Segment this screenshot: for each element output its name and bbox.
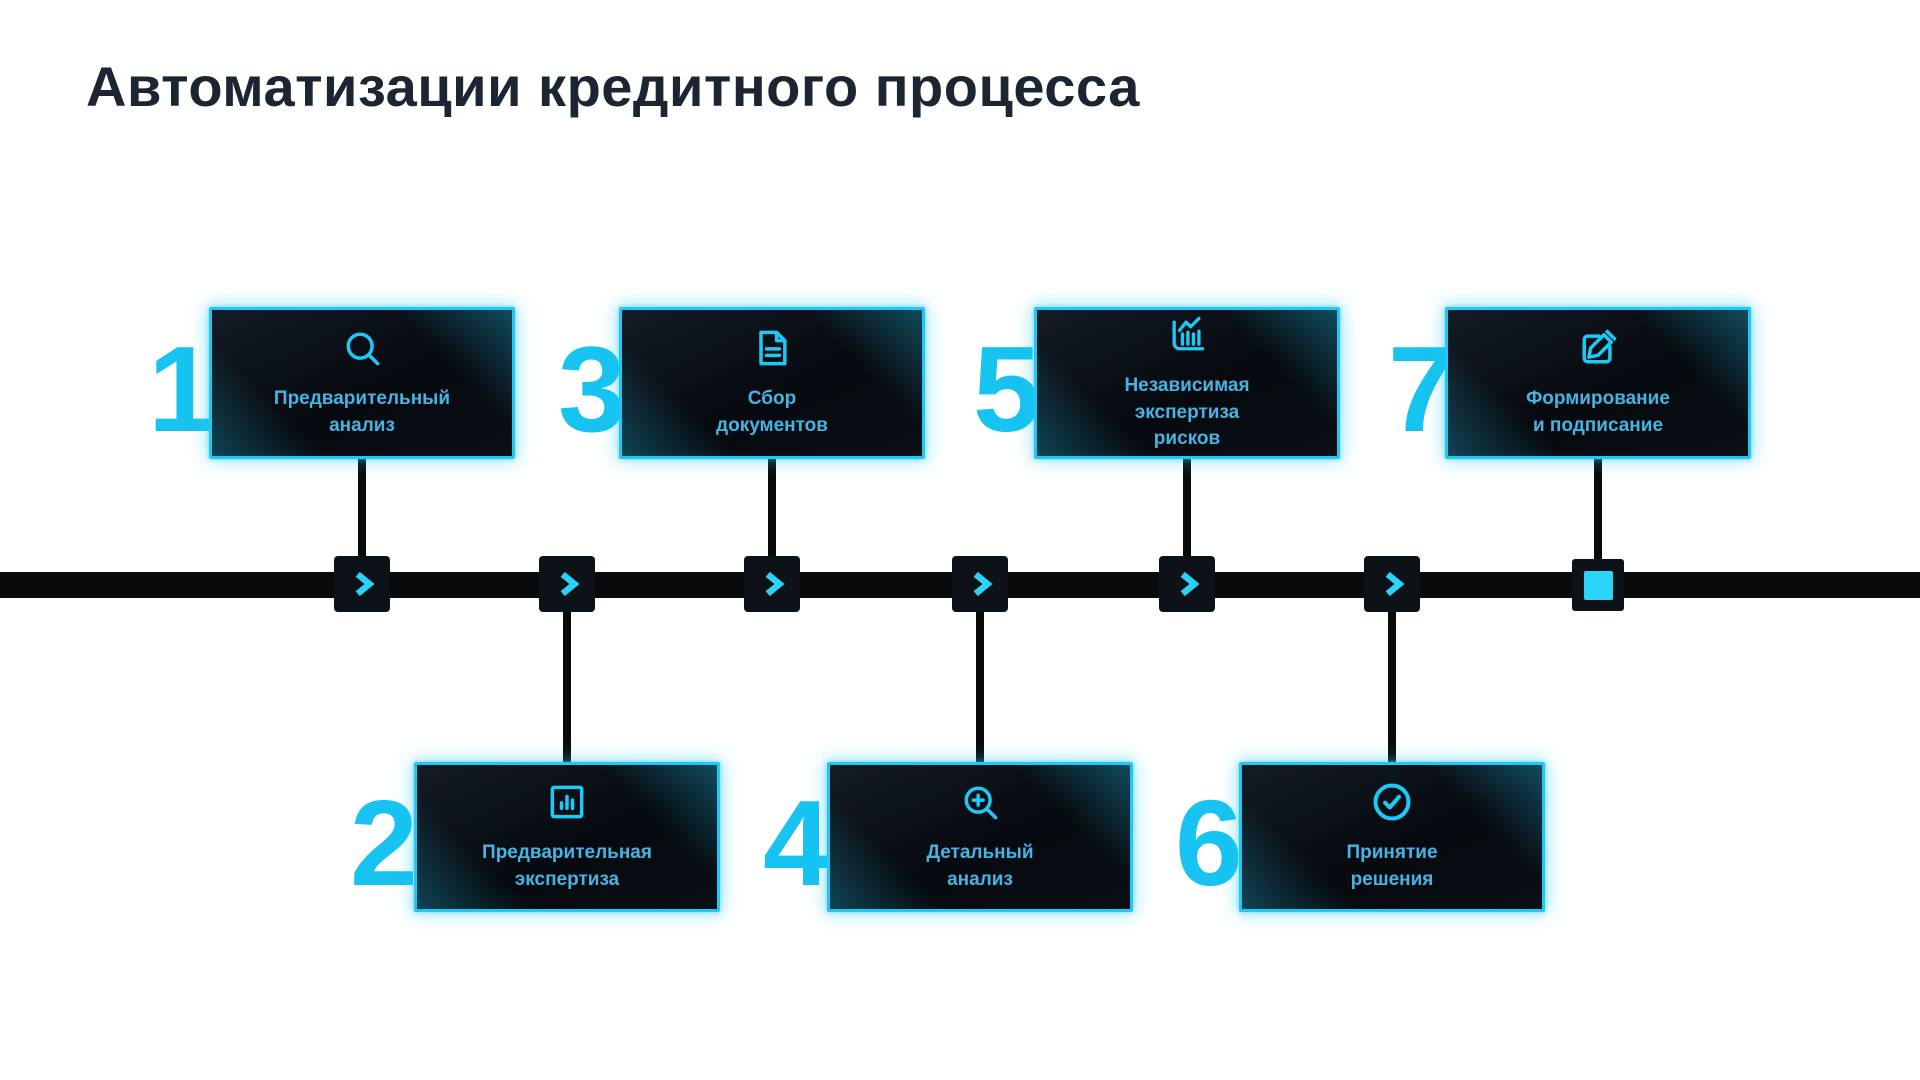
step-number-3: 3 [558, 321, 626, 457]
chevron-right-icon [355, 571, 375, 597]
step-card-2: Предварительная экспертиза [414, 762, 720, 912]
step-card-7: Формирование и подписание [1445, 307, 1751, 459]
step-label: Независимая экспертиза рисков [1124, 374, 1250, 450]
timeline-arrow-5 [1159, 556, 1215, 612]
step-card-4: Детальный анализ [827, 762, 1133, 912]
step-label: Предварительная экспертиза [482, 842, 652, 890]
connector-step-2 [563, 585, 571, 765]
step-label: Детальный анализ [926, 842, 1034, 890]
document-icon [750, 326, 794, 370]
check-circle-icon [1370, 780, 1414, 824]
page-title: Автоматизации кредитного процесса [86, 55, 1140, 118]
connector-step-7 [1594, 452, 1602, 586]
step-number-4: 4 [763, 775, 831, 911]
step-number-5: 5 [973, 321, 1041, 457]
connector-step-1 [358, 452, 366, 586]
filled-square-icon [1583, 570, 1613, 600]
step-label: Предварительный анализ [273, 388, 451, 436]
timeline-arrow-2 [539, 556, 595, 612]
bar-chart-icon [545, 780, 589, 824]
step-card-1: Предварительный анализ [209, 307, 515, 459]
line-chart-icon [1165, 313, 1209, 357]
step-card-5: Независимая экспертиза рисков [1034, 307, 1340, 459]
step-number-7: 7 [1388, 321, 1456, 457]
step-label: Принятие решения [1346, 842, 1438, 890]
connector-step-4 [976, 585, 984, 765]
timeline-arrow-3 [744, 556, 800, 612]
step-number-2: 2 [350, 775, 418, 911]
chevron-right-icon [765, 571, 785, 597]
connector-step-6 [1388, 585, 1396, 765]
step-number-6: 6 [1175, 775, 1243, 911]
timeline-end-marker [1572, 559, 1624, 611]
step-card-3: Сбор документов [619, 307, 925, 459]
timeline-arrow-1 [334, 556, 390, 612]
chevron-right-icon [1180, 571, 1200, 597]
step-label: Сбор документов [716, 388, 828, 436]
timeline-arrow-4 [952, 556, 1008, 612]
search-icon [340, 326, 384, 370]
step-number-1: 1 [148, 321, 216, 457]
zoom-in-icon [958, 780, 1002, 824]
step-card-6: Принятие решения [1239, 762, 1545, 912]
step-label: Формирование и подписание [1526, 388, 1670, 436]
chevron-right-icon [1385, 571, 1405, 597]
connector-step-5 [1183, 452, 1191, 586]
chevron-right-icon [560, 571, 580, 597]
edit-icon [1576, 326, 1620, 370]
connector-step-3 [768, 452, 776, 586]
timeline-arrow-6 [1364, 556, 1420, 612]
chevron-right-icon [973, 571, 993, 597]
